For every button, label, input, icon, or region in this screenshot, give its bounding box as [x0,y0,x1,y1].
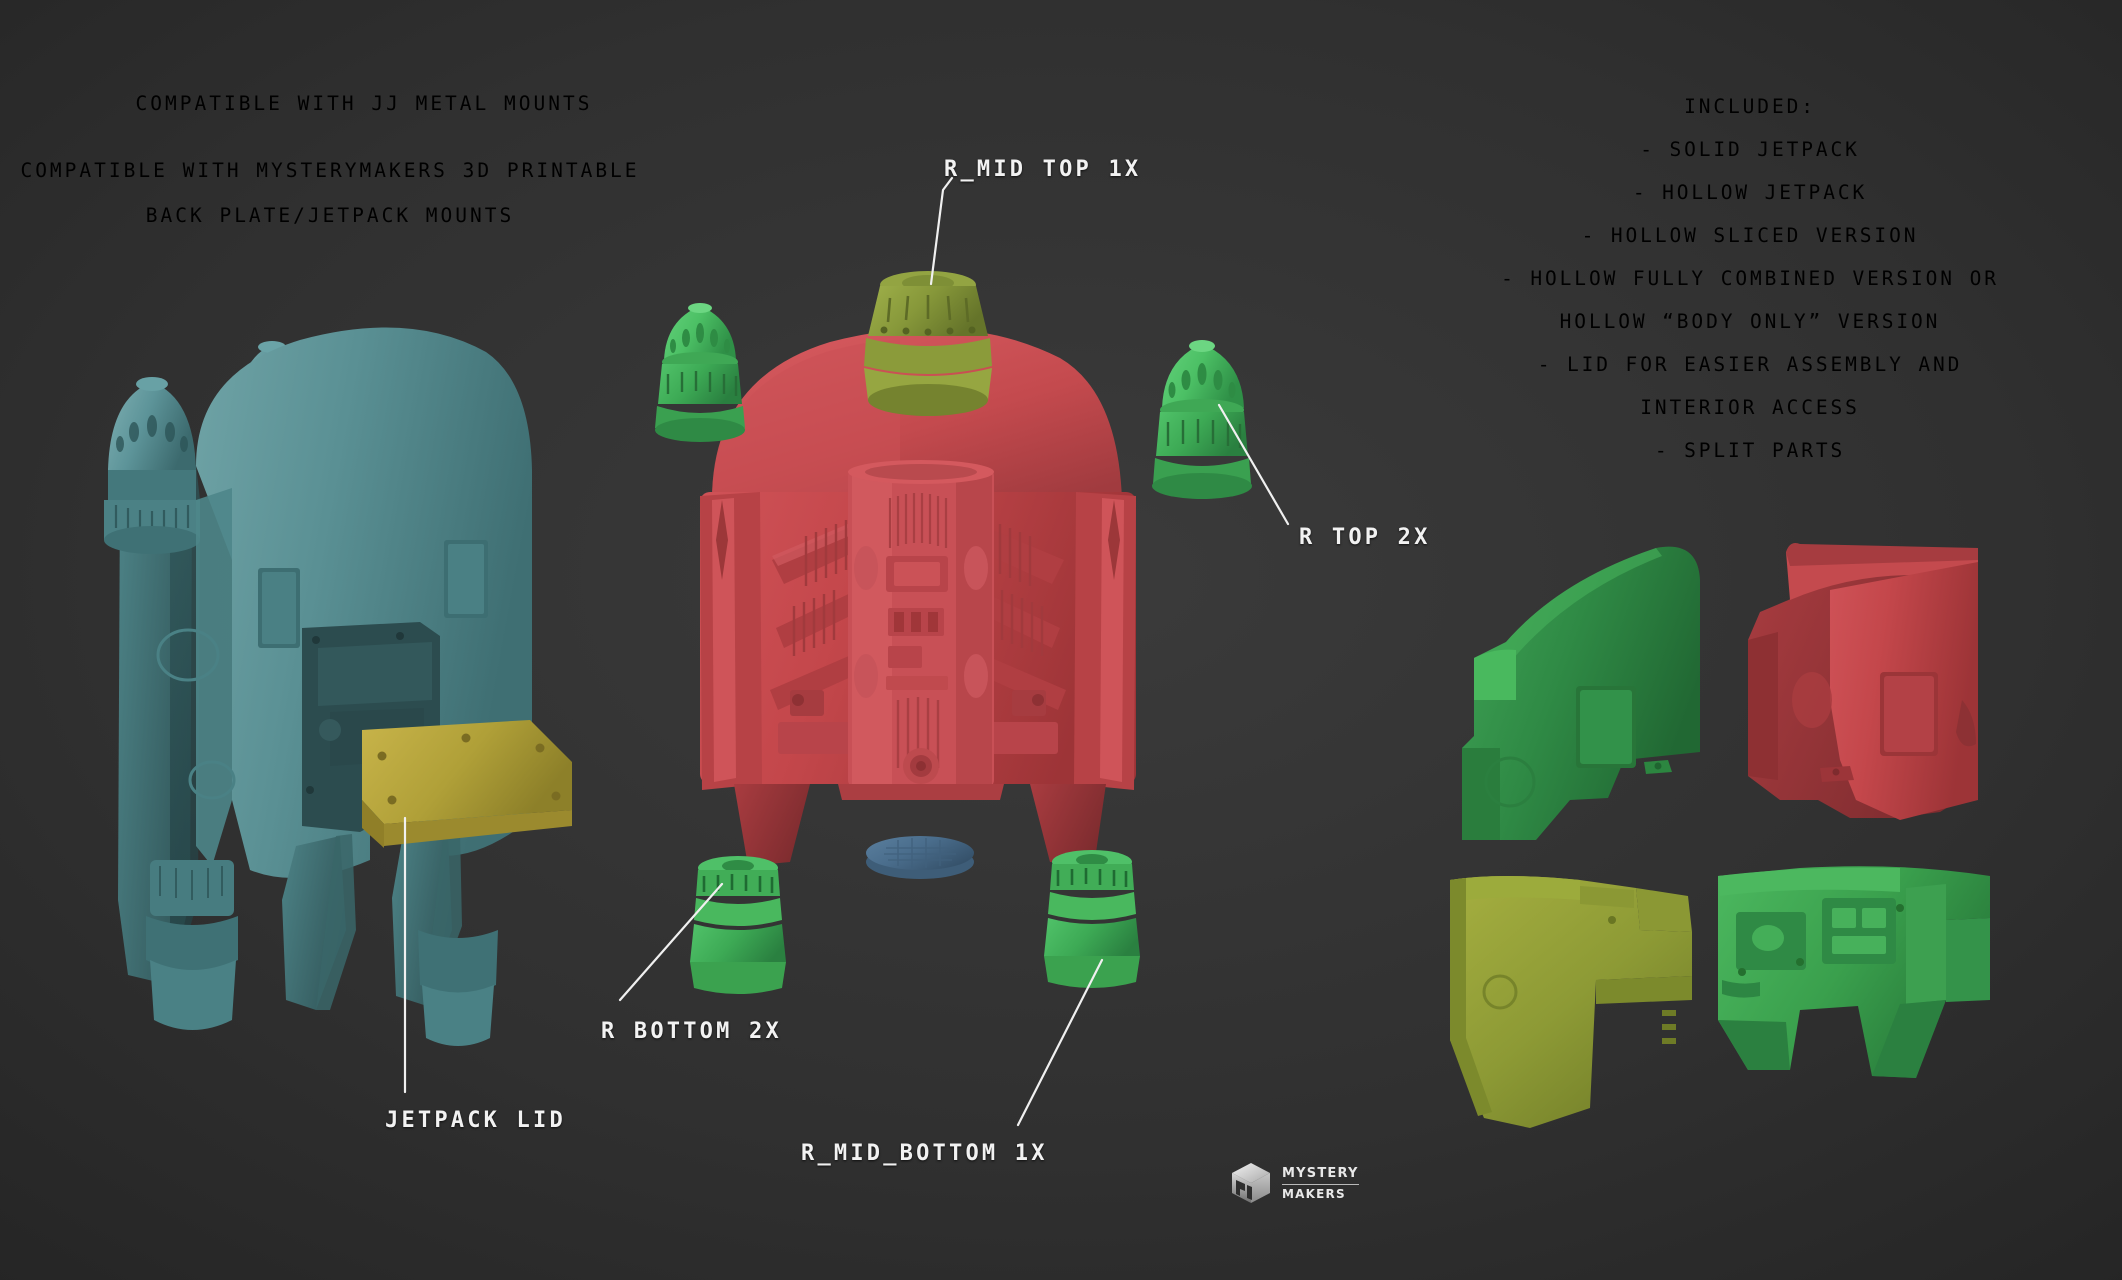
leader-lines [403,176,1290,1127]
logo-word-top: MYSTERY [1282,1165,1359,1181]
leader-r-bottom [618,882,724,1002]
teal-lower-nozzle-left [146,860,238,1030]
leader-r-mid-top [929,176,954,286]
split-shell-red [1748,543,1978,820]
included-item-6: INTERIOR ACCESS [1640,396,1860,419]
compatibility-text-block: COMPATIBLE WITH JJ METAL MOUNTS COMPATIB… [0,92,700,227]
cube-logo-icon [1228,1160,1274,1206]
split-shell-green [1462,546,1700,840]
mystery-makers-logo: MYSTERY MAKERS [1228,1155,1359,1211]
r-mid-top-nozzle [864,271,992,416]
compatibility-line-2: COMPATIBLE WITH MYSTERYMAKERS 3D PRINTAB… [20,159,640,182]
included-list-block: INCLUDED: - SOLID JETPACK - HOLLOW JETPA… [1450,95,2050,482]
callout-jetpack-lid: JETPACK LID [385,1108,566,1133]
r-top-nozzle-right [1152,340,1252,499]
r-mid-bottom-disc [866,836,974,879]
callout-r-bottom: R BOTTOM 2X [601,1019,782,1044]
leader-r-top [1217,403,1290,526]
included-item-1: - HOLLOW JETPACK [1632,181,1868,204]
teal-backplate-assembly [104,327,572,1046]
red-jetpack-body [700,328,1136,866]
r-top-nozzle-left [655,303,745,442]
teal-nozzle-left [104,377,200,554]
included-item-2: - HOLLOW SLICED VERSION [1581,224,1919,247]
included-item-5: - LID FOR EASIER ASSEMBLY AND [1537,353,1963,376]
logo-word-bottom: MAKERS [1282,1183,1359,1200]
r-bottom-nozzle-right [1044,850,1140,988]
leader-r-mid-bottom [1016,958,1104,1127]
included-item-0: - SOLID JETPACK [1640,138,1860,161]
logo-wordmark: MYSTERY MAKERS [1282,1167,1359,1200]
jetpack-lid [362,720,572,848]
included-heading: INCLUDED: [1684,95,1816,118]
included-item-3: - HOLLOW FULLY COMBINED VERSION OR [1501,267,1999,290]
callout-r-mid-bottom: R_MID_BOTTOM 1X [801,1141,1048,1166]
compatibility-line-3: BACK PLATE/JETPACK MOUNTS [145,204,515,227]
included-item-4: HOLLOW “BODY ONLY” VERSION [1559,310,1941,333]
r-bottom-nozzle-left [690,856,786,994]
compatibility-line-1: COMPATIBLE WITH JJ METAL MOUNTS [135,92,593,115]
teal-lower-nozzle-right [418,930,498,1046]
split-shell-olive [1450,876,1692,1128]
included-item-7: - SPLIT PARTS [1654,439,1846,462]
split-shell-green-interior [1718,866,1990,1078]
callout-r-mid-top: R_MID TOP 1X [944,157,1142,182]
callout-r-top: R TOP 2X [1299,525,1431,550]
